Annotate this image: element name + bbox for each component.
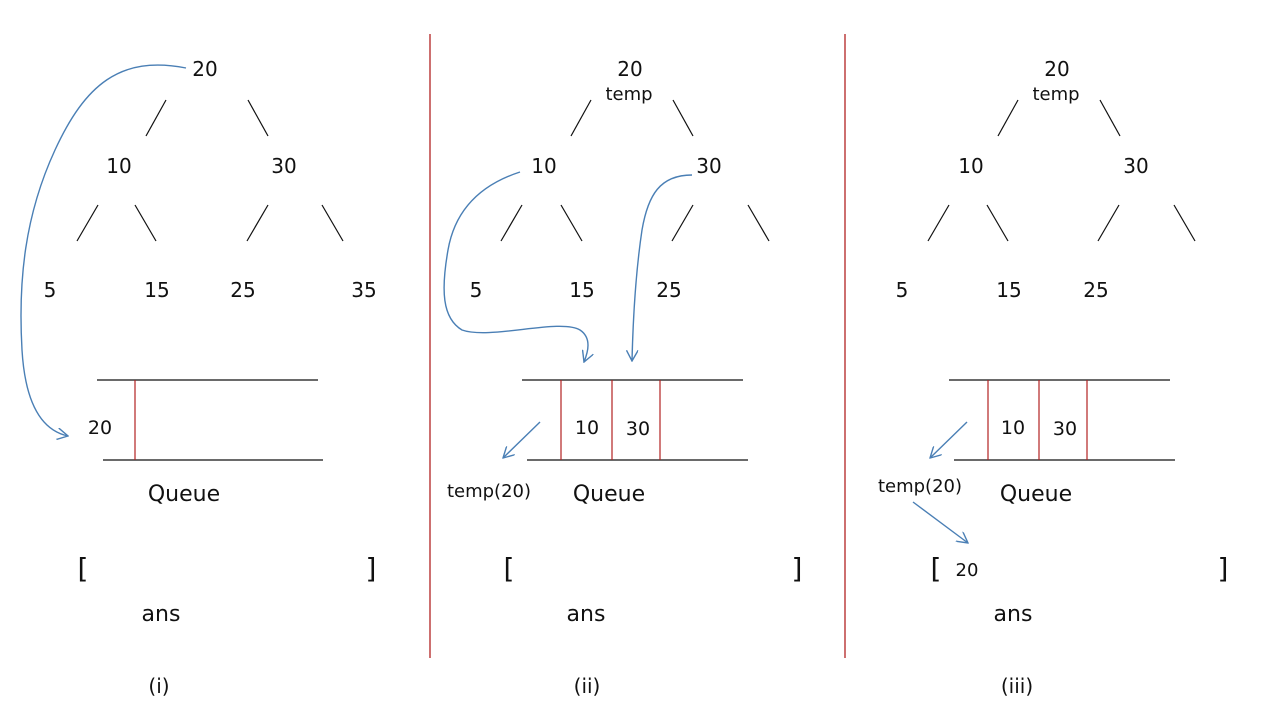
temp-label: temp(20) <box>878 476 962 497</box>
ans-close-bracket: ] <box>792 552 803 585</box>
tree-node-root: 20 <box>617 57 642 81</box>
ans-open-bracket: [ <box>78 552 89 585</box>
queue-label: Queue <box>148 482 220 507</box>
queue-label: Queue <box>1000 482 1072 507</box>
ans-close-bracket: ] <box>1218 552 1229 585</box>
tree-edges <box>927 99 1196 242</box>
panel-caption: (ii) <box>574 674 601 698</box>
panel-caption: (iii) <box>1001 674 1033 698</box>
tree-node-left-left: 5 <box>896 278 909 302</box>
panel-3: 20 temp 10 30 5 15 25 10 30 Queue temp(2… <box>878 57 1228 698</box>
tree-node-left-right: 15 <box>569 278 594 302</box>
queue-cell: 10 <box>575 417 599 439</box>
tree-node-right: 30 <box>696 154 721 178</box>
ans-label: ans <box>142 602 181 627</box>
queue: 10 30 <box>949 379 1175 461</box>
tree-node-right: 30 <box>1123 154 1148 178</box>
root-temp-note: temp <box>1032 84 1079 105</box>
panel-1: 20 10 30 5 15 25 35 20 Queue [ ] ans (i) <box>20 57 377 698</box>
tree-node-left: 10 <box>958 154 983 178</box>
root-temp-note: temp <box>605 84 652 105</box>
ans-value: 20 <box>956 560 979 581</box>
queue-cell: 30 <box>1053 418 1077 440</box>
queue-cell: 20 <box>88 417 112 439</box>
ans-label: ans <box>994 602 1033 627</box>
tree-node-right-left: 25 <box>1083 278 1108 302</box>
dequeue-arrow <box>503 421 541 458</box>
panel-2: 20 temp 10 30 5 15 25 10 30 Queue temp(2… <box>443 57 803 698</box>
tree-node-left-right: 15 <box>144 278 169 302</box>
queue: 10 30 <box>522 379 748 461</box>
ans-open-bracket: [ <box>931 552 942 585</box>
queue-cell: 30 <box>626 418 650 440</box>
queue-label: Queue <box>573 482 645 507</box>
dequeue-arrow <box>930 421 968 458</box>
tree-node-left-left: 5 <box>44 278 57 302</box>
tree-node-right-left: 25 <box>656 278 681 302</box>
tree-node-left: 10 <box>106 154 131 178</box>
enqueue-left-arrow <box>443 171 588 362</box>
enqueue-right-arrow <box>632 174 693 361</box>
ans-label: ans <box>567 602 606 627</box>
tree-node-root: 20 <box>1044 57 1069 81</box>
tree-node-right-left: 25 <box>230 278 255 302</box>
tree-node-left-left: 5 <box>470 278 483 302</box>
append-arrow <box>912 501 968 543</box>
tree-node-root: 20 <box>192 57 217 81</box>
panel-caption: (i) <box>148 674 169 698</box>
tree-edges <box>76 99 344 242</box>
tree-node-right-right: 35 <box>351 278 376 302</box>
tree-node-left-right: 15 <box>996 278 1021 302</box>
enqueue-arrow <box>20 64 187 436</box>
temp-label: temp(20) <box>447 481 531 502</box>
tree-node-right: 30 <box>271 154 296 178</box>
queue-cell: 10 <box>1001 417 1025 439</box>
queue: 20 <box>88 379 323 461</box>
ans-close-bracket: ] <box>366 552 377 585</box>
ans-open-bracket: [ <box>504 552 515 585</box>
tree-edges <box>500 99 770 242</box>
tree-node-left: 10 <box>531 154 556 178</box>
